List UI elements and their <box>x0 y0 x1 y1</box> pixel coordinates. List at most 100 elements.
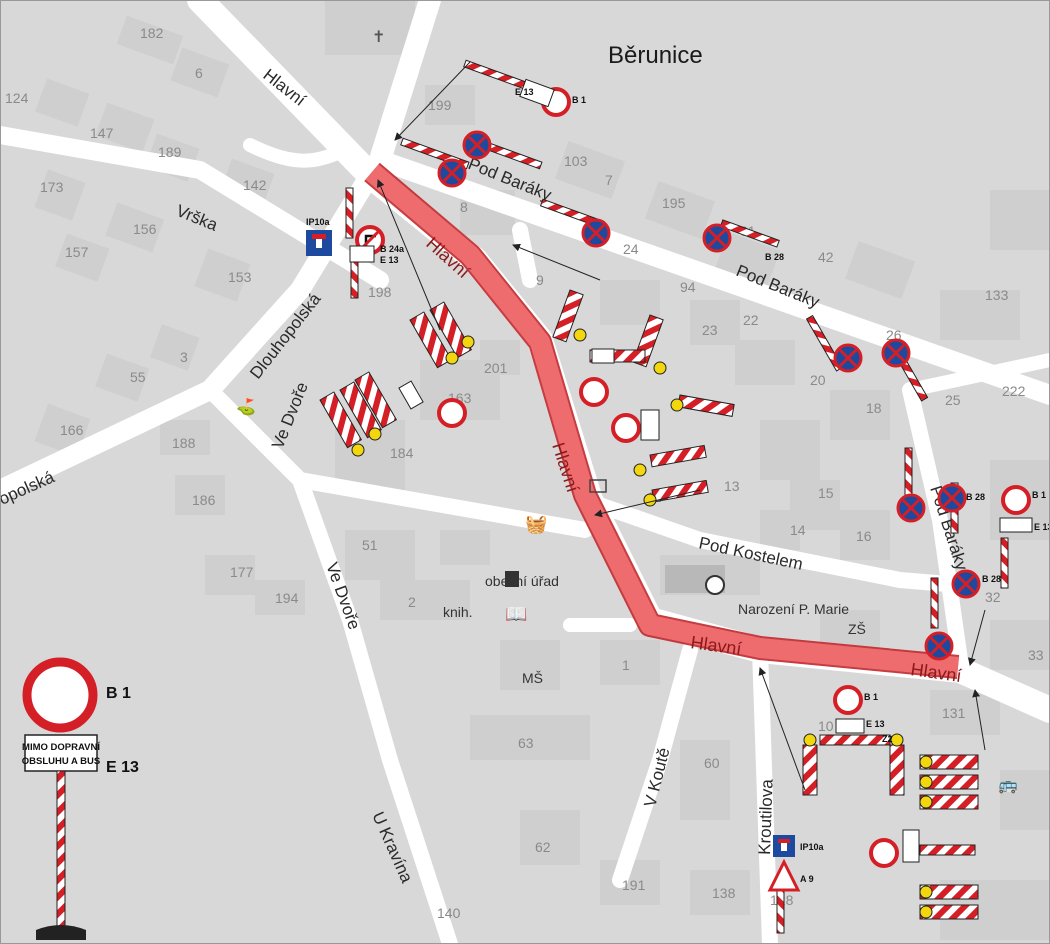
house-number: 60 <box>704 755 720 771</box>
house-number: 166 <box>60 422 84 438</box>
legend-plate-text: OBSLUHU A BUS <box>22 756 100 767</box>
chapel-cross-icon: ✝ <box>372 29 385 46</box>
office-flag-icon <box>505 571 519 587</box>
warning-lights <box>351 328 933 919</box>
house-number: 10 <box>818 718 834 734</box>
house-number: 23 <box>702 322 718 338</box>
house-number: 191 <box>622 877 646 893</box>
closed-road-hlavni-fill <box>365 164 959 677</box>
house-number: 3 <box>180 349 188 365</box>
house-number: 153 <box>228 269 252 285</box>
sign-code-label: E 13 <box>866 719 885 729</box>
street-label-kroutilova: Kroutilova <box>755 778 777 855</box>
two-way-traffic-sign-icon <box>767 858 801 892</box>
house-number: 133 <box>985 287 1009 303</box>
house-number: 147 <box>90 125 114 141</box>
house-number: 32 <box>985 589 1001 605</box>
house-number: 15 <box>818 485 834 501</box>
house-number: 55 <box>130 369 146 385</box>
house-number: 6 <box>195 65 203 81</box>
points-of-interest: ✝ obecní úřad knih. 📖 Narození P. Marie … <box>236 29 1018 794</box>
no-stopping-sign-icon <box>896 493 926 523</box>
no-vehicles-sign-icon <box>833 685 863 715</box>
house-number: 157 <box>65 244 89 260</box>
supplementary-plate <box>999 517 1033 533</box>
house-number: 177 <box>230 564 254 580</box>
supplementary-plate <box>349 245 375 263</box>
no-stopping-sign-icon <box>937 483 967 513</box>
house-numbers: 182 6 124 147 189 199 142 173 156 157 15… <box>5 25 1044 921</box>
bus-icon: 🚌 <box>998 777 1018 794</box>
house-number: 138 <box>712 885 736 901</box>
house-number: 194 <box>275 590 299 606</box>
sign-code-label: B 1 <box>1032 490 1046 500</box>
no-stopping-sign-icon <box>833 343 863 373</box>
house-number: 103 <box>564 153 588 169</box>
no-vehicles-sign-icon <box>1001 485 1031 515</box>
town-name: Běrunice <box>608 42 703 69</box>
house-number: 182 <box>140 25 164 41</box>
house-number: 9 <box>536 272 544 288</box>
house-number: 42 <box>818 249 834 265</box>
no-stopping-sign-icon <box>581 218 611 248</box>
house-number: 63 <box>518 735 534 751</box>
legend-no-vehicles-sign-icon <box>22 657 98 733</box>
house-number: 142 <box>243 177 267 193</box>
no-vehicles-sign-icon <box>611 413 641 443</box>
supplementary-plate <box>519 78 555 108</box>
buildings <box>34 0 1050 940</box>
house-number: 184 <box>390 445 414 461</box>
legend-base <box>36 925 86 940</box>
house-number: 7 <box>605 172 613 188</box>
house-number: 131 <box>942 705 966 721</box>
house-number: 189 <box>158 144 182 160</box>
no-stopping-sign-icon <box>951 569 981 599</box>
house-number: 25 <box>945 392 961 408</box>
kindergarten-label: MŠ <box>522 670 543 686</box>
legend-plate-code: E 13 <box>106 759 139 776</box>
house-number: 20 <box>810 372 826 388</box>
no-stopping-sign-icon <box>924 631 954 661</box>
sign-code-label: E 13 <box>380 255 399 265</box>
supplementary-plate <box>591 348 615 364</box>
house-number: 18 <box>866 400 882 416</box>
sign-code-label: E 13 <box>1034 522 1050 532</box>
house-number: 188 <box>172 435 196 451</box>
house-number: 201 <box>484 360 508 376</box>
sign-code-label: Z2 <box>882 734 893 744</box>
sign-code-label: B 28 <box>966 492 985 502</box>
church-label: Narození P. Marie <box>738 601 849 617</box>
book-icon: 📖 <box>505 604 527 624</box>
sign-code-label: B 28 <box>982 574 1001 584</box>
office-label: obecní úřad <box>485 573 559 589</box>
school-label: ZŠ <box>848 621 866 637</box>
sign-code-label: IP10a <box>306 217 331 227</box>
post-envelope-icon <box>589 479 607 493</box>
house-number: 195 <box>662 195 686 211</box>
legend-sign-code: B 1 <box>106 685 131 702</box>
house-number: 140 <box>437 905 461 921</box>
house-number: 16 <box>856 528 872 544</box>
shop-basket-icon: 🧺 <box>525 514 547 534</box>
house-number: 173 <box>40 179 64 195</box>
no-stopping-sign-icon <box>462 130 492 160</box>
supplementary-plate <box>902 829 920 863</box>
house-number: 62 <box>535 839 551 855</box>
house-number: 94 <box>680 279 696 295</box>
no-vehicles-sign-icon <box>437 398 467 428</box>
house-number: 2 <box>408 594 416 610</box>
direction-arrows <box>376 61 986 791</box>
house-number: 222 <box>1002 383 1026 399</box>
sign-code-label: IP10a <box>800 842 825 852</box>
sign-code-label: A 9 <box>800 874 814 884</box>
house-number: 13 <box>724 478 740 494</box>
no-vehicles-sign-icon <box>579 377 609 407</box>
house-number: 24 <box>623 241 639 257</box>
no-stopping-sign-icon <box>437 158 467 188</box>
no-vehicles-sign-icon <box>869 838 899 868</box>
house-number: 198 <box>368 284 392 300</box>
sign-code-label: B 1 <box>572 95 586 105</box>
house-number: 51 <box>362 537 378 553</box>
house-number: 14 <box>790 522 806 538</box>
